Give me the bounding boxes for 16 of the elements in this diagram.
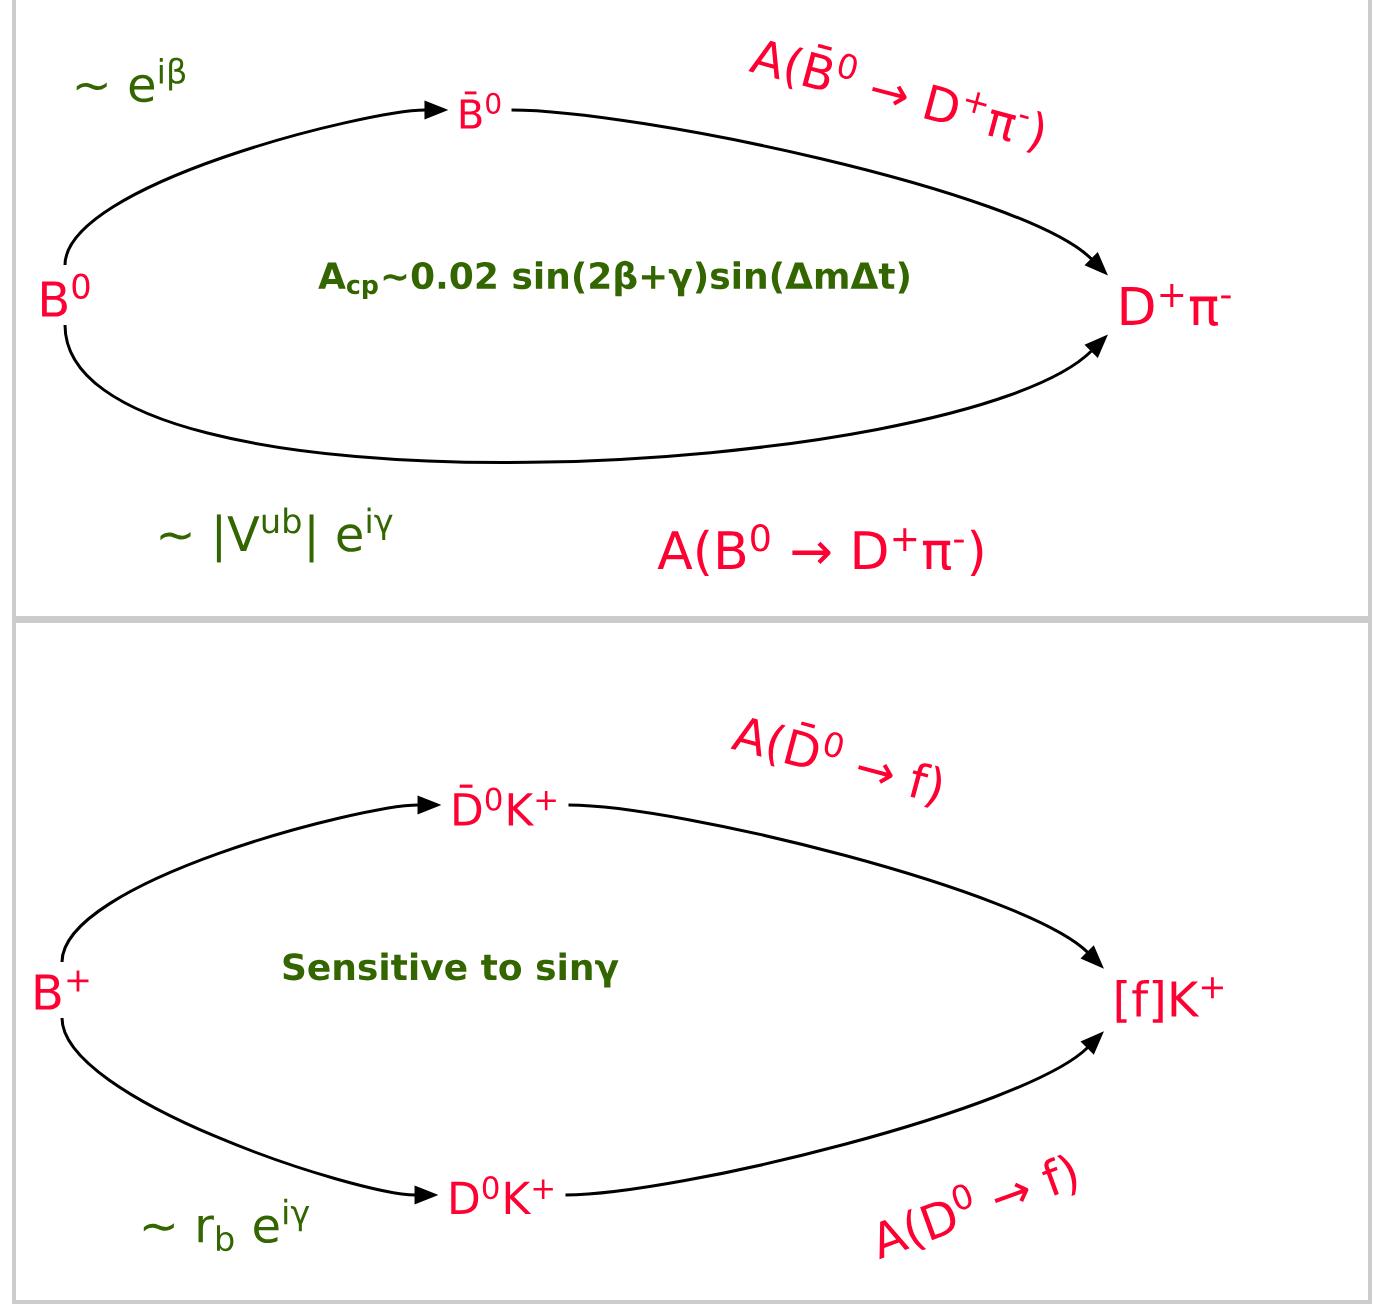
edge-label: ~ e$^{iβ}$ — [67, 53, 193, 107]
particle-state: B$^{0}$ — [42, 273, 90, 317]
particle-state: D$^{0}$K$^{+}$ — [451, 1176, 553, 1214]
edge-label: A(D̄$^{0}$ → f) — [723, 700, 957, 816]
particle-state: D$^{+}$π$^{-}$ — [1121, 284, 1231, 326]
edge-label: A(B̄$^{0}$ → D$^{+}$π$^{-}$) — [741, 23, 1059, 161]
edge-label: ~ r$_{b}$ e$^{iγ}$ — [134, 1194, 316, 1256]
particle-state: [f]K$^{+}$ — [1116, 977, 1223, 1023]
edge-label: ~ |V$^{ub}$| e$^{iγ}$ — [151, 503, 399, 567]
amplitude-label: A(B$^{0}$ → D$^{+}$π$^{-}$) — [657, 524, 983, 576]
particle-state: D̄$^{0}$K$^{+}$ — [454, 784, 556, 826]
formula-text: A$_{cp}$~0.02 sin(2β+γ)sin(ΔmΔt) — [318, 260, 909, 300]
particle-state: B̄$^{0}$ — [460, 91, 501, 129]
formula-text: Sensitive to sinγ — [283, 952, 619, 988]
edge-label: A(D$^{0}$ → f) — [859, 1139, 1091, 1271]
particle-state: B$^{+}$ — [35, 970, 89, 1010]
